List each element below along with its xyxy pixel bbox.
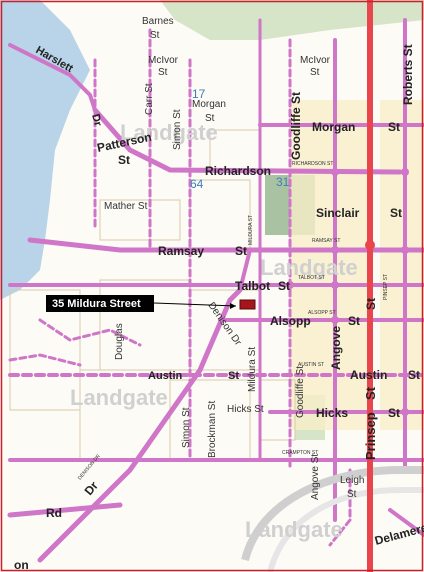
label-alsopp-st: St bbox=[348, 314, 360, 328]
label-hicks-st: St bbox=[388, 406, 400, 420]
label-ramsay-st: St bbox=[235, 244, 247, 258]
label-barnes: Barnes bbox=[142, 16, 174, 27]
label-mather-st: Mather St bbox=[104, 201, 148, 212]
label-austin-small: AUSTIN ST bbox=[298, 362, 324, 368]
label-leigh-st: St bbox=[347, 489, 357, 500]
label-mildura-mid: Mildura St bbox=[247, 347, 258, 392]
label-talbot-st: St bbox=[278, 279, 290, 293]
label-brockman: Brockman St bbox=[207, 401, 218, 458]
callout-arrowhead bbox=[230, 303, 236, 309]
label-st-prinsep: St bbox=[364, 298, 378, 310]
label-harslett-dr: Dr bbox=[89, 113, 104, 129]
park-top bbox=[160, 0, 424, 40]
road-curve-south bbox=[241, 466, 424, 562]
label-hicks: Hicks bbox=[316, 406, 348, 420]
route-number-31: 31 bbox=[276, 175, 290, 189]
label-leigh: Leigh bbox=[340, 475, 364, 486]
label-angove-bottom: Angove St bbox=[310, 454, 321, 500]
label-mildura-small: MILDURA ST bbox=[248, 215, 254, 245]
label-carr-st: Carr St bbox=[144, 83, 155, 115]
label-austin: Austin bbox=[148, 370, 183, 382]
callout-box bbox=[46, 295, 154, 312]
label-sinclair-st: St bbox=[390, 206, 402, 220]
label-prinsep-small: PINSEP ST bbox=[383, 274, 389, 300]
label-rd: Rd bbox=[46, 506, 62, 520]
intersection-dots bbox=[286, 168, 409, 416]
label-ramsay-small: RAMSAY ST bbox=[312, 238, 340, 244]
label-simon-bottom: Simon St bbox=[181, 407, 192, 448]
label-barnes-st: St bbox=[150, 30, 160, 41]
label-morgan-big-st: St bbox=[388, 120, 400, 134]
label-goodliffe-top: Goodliffe St bbox=[289, 92, 303, 160]
label-sinclair: Sinclair bbox=[316, 206, 360, 220]
label-mcivor-1: McIvor bbox=[148, 55, 179, 66]
route-number-64: 64 bbox=[190, 177, 204, 191]
watermark-middle: Landgate bbox=[260, 255, 358, 280]
label-douglas: Douglas bbox=[114, 323, 125, 360]
label-simon-top: Simon St bbox=[172, 109, 183, 150]
label-roberts-st: Roberts St bbox=[401, 44, 415, 105]
label-alsopp: Alsopp bbox=[270, 314, 311, 328]
label-on: on bbox=[14, 558, 29, 572]
label-morgan-small-st: St bbox=[205, 113, 215, 124]
label-mcivor-2: McIvor bbox=[300, 55, 331, 66]
label-mcivor-2-st: St bbox=[310, 67, 320, 78]
label-morgan-big: Morgan bbox=[312, 120, 355, 134]
label-crampton-small: CRAMPTON ST bbox=[282, 450, 318, 456]
callout-label: 35 Mildura Street bbox=[52, 298, 141, 310]
label-prinsep: Prinsep bbox=[363, 412, 378, 460]
label-hicks-small: Hicks St bbox=[227, 404, 264, 415]
label-mcivor-1-st: St bbox=[158, 67, 168, 78]
label-goodliffe-bottom: Goodliffe St bbox=[295, 366, 306, 418]
road-curve-south-inner bbox=[267, 487, 424, 572]
label-talbot: Talbot bbox=[235, 279, 270, 293]
watermark-left: Landgate bbox=[70, 385, 168, 410]
label-ramsay: Ramsay bbox=[158, 244, 204, 258]
label-patterson-st: St bbox=[118, 153, 130, 167]
label-morgan-small: Morgan bbox=[192, 99, 226, 110]
label-austin-right-st: St bbox=[408, 368, 420, 382]
watermark-bottom: Landgate bbox=[245, 517, 343, 542]
roads bbox=[7, 18, 424, 563]
label-talbot-small: TALBOT ST bbox=[298, 275, 325, 281]
route-number-17: 17 bbox=[192, 87, 206, 101]
label-richardson: Richardson bbox=[205, 164, 271, 178]
label-austin-st: St bbox=[228, 370, 239, 382]
property-marker[interactable] bbox=[239, 299, 256, 310]
label-angove-mid: Angove bbox=[329, 326, 343, 370]
intersection-prinsep bbox=[365, 240, 375, 250]
callout-leader-line bbox=[153, 302, 237, 307]
label-richardson-small: RICHARDSON ST bbox=[292, 161, 333, 167]
watermark-top: Landgate bbox=[120, 120, 218, 145]
label-prinsep-st: St bbox=[363, 386, 378, 400]
label-austin-right: Austin bbox=[350, 368, 387, 382]
label-alsopp-small: ALSOPP ST bbox=[308, 310, 336, 316]
